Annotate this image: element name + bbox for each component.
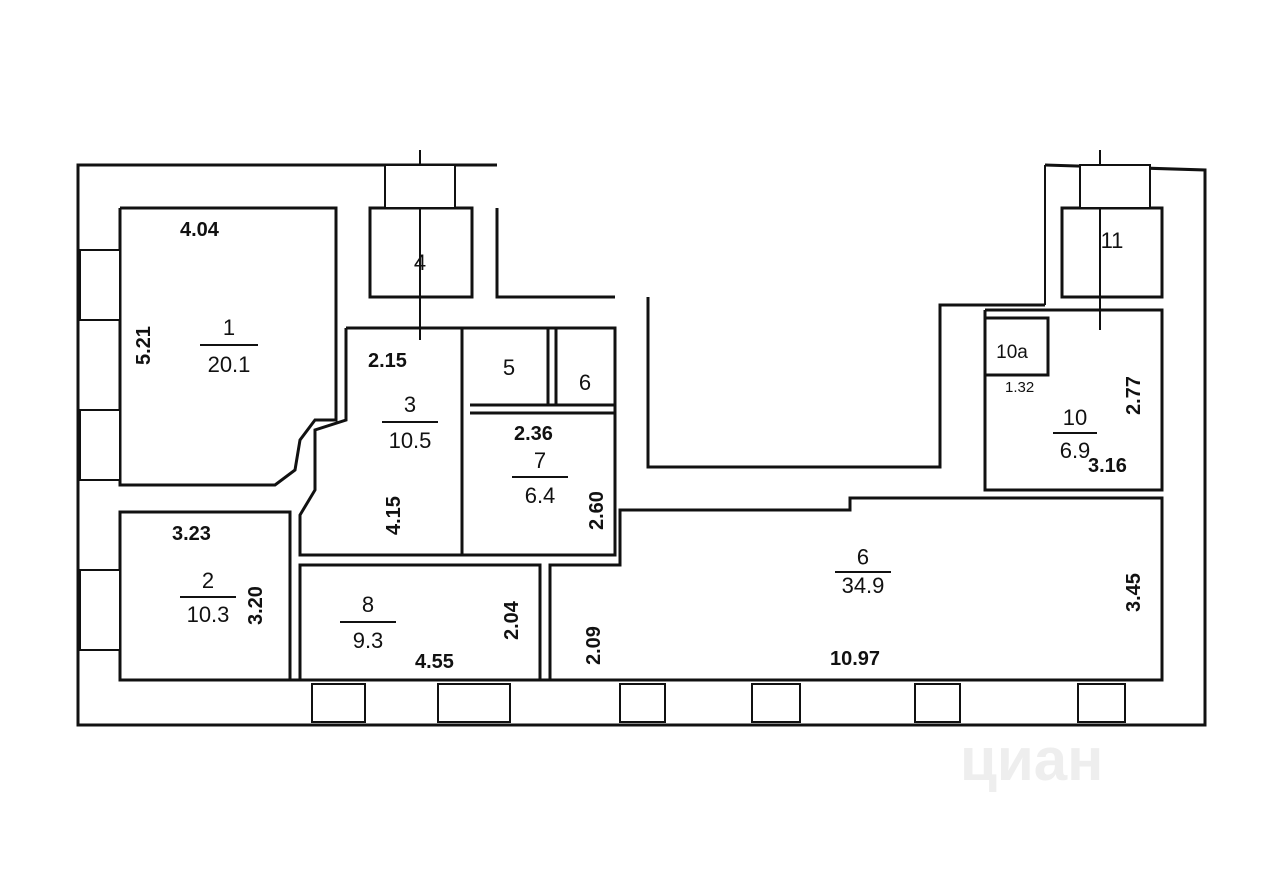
room-11-number: 11 [1101, 228, 1124, 253]
room-8-number: 8 [362, 592, 374, 617]
room-3-area: 10.5 [389, 428, 432, 453]
room-10a-number: 10a [996, 342, 1028, 363]
room-9-area: 34.9 [842, 573, 885, 598]
room-5-number: 5 [503, 355, 515, 380]
room-7-number: 7 [534, 448, 546, 473]
room-10-number: 10 [1063, 405, 1087, 430]
dimension: 2.36 [514, 423, 553, 445]
room-4-number: 4 [414, 250, 426, 275]
room-8-area: 9.3 [353, 628, 384, 653]
room-6-number: 6 [579, 370, 591, 395]
dimension: 2.77 [1123, 376, 1145, 415]
room-10-area: 6.9 [1060, 438, 1091, 463]
room-9-number: 9 [857, 544, 869, 569]
dimension: 3.16 [1088, 455, 1127, 477]
dimension: 5.21 [133, 326, 155, 365]
dimension: 2.60 [586, 491, 608, 530]
room-labels: 1 20.1 2 10.3 3 10.5 4 5 6 7 6.4 8 9.3 9… [180, 228, 1123, 653]
room-3-number: 3 [404, 392, 416, 417]
dimension: 3.20 [245, 586, 267, 625]
dimension: 10.97 [830, 648, 880, 670]
dimension: 2.15 [368, 350, 407, 372]
windows [79, 164, 1151, 723]
room-2-number: 2 [202, 568, 214, 593]
walls [76, 150, 1207, 727]
watermark: циан [960, 726, 1103, 793]
dimension: 2.04 [501, 600, 523, 640]
room-7-area: 6.4 [525, 483, 556, 508]
dimension: 2.09 [583, 626, 605, 665]
dimension: 4.04 [180, 219, 220, 241]
dimension: 1.32 [1005, 379, 1034, 396]
dimension: 3.45 [1123, 573, 1145, 612]
room-1-number: 1 [223, 315, 235, 340]
dimension: 4.55 [415, 651, 454, 673]
dimension: 3.23 [172, 523, 211, 545]
dimension: 4.15 [383, 496, 405, 535]
room-2-area: 10.3 [187, 602, 230, 627]
room-1-area: 20.1 [208, 352, 251, 377]
dimension-labels: 4.04 5.21 2.15 4.15 2.36 2.60 3.23 3.20 … [133, 219, 1145, 673]
